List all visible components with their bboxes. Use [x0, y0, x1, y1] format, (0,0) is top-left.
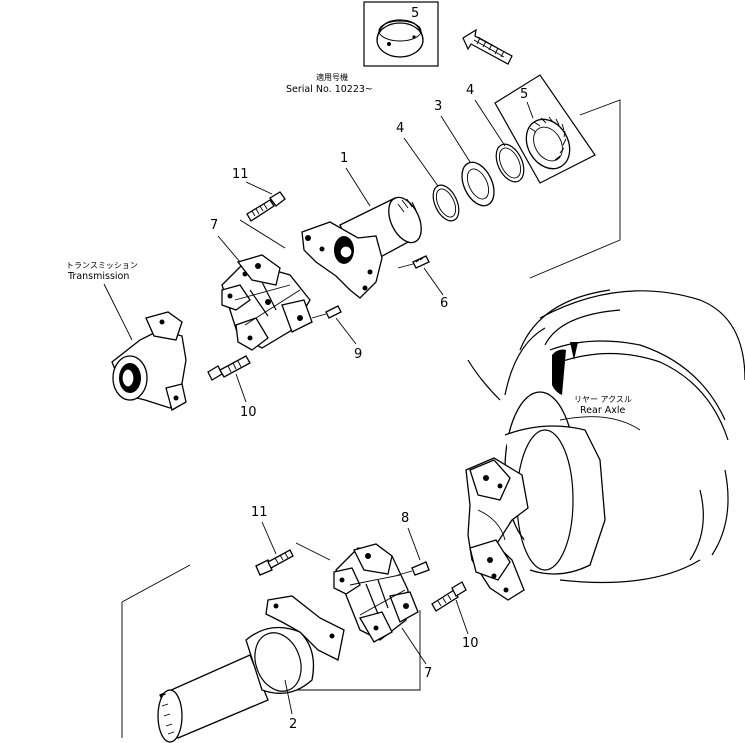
leader-line: [239, 219, 286, 249]
callout-7-lower: 7: [424, 666, 432, 681]
callout-9: 9: [354, 347, 362, 362]
bracket-line: [121, 564, 421, 738]
callout-7-upper: 7: [210, 218, 218, 233]
transmission-label-jp: トランスミッション: [66, 261, 138, 270]
bolt-icon: [431, 581, 467, 612]
grease-fitting-icon: [311, 305, 342, 319]
callout-8: 8: [401, 511, 409, 526]
leader-line: [295, 542, 331, 561]
callout-6: 6: [440, 296, 448, 311]
serial-label-jp: 適用号機: [316, 72, 348, 82]
yoke-icon: [465, 457, 529, 601]
bearing-icon: [376, 19, 424, 58]
callout-11-upper: 11: [232, 167, 249, 182]
rear-axle-label-jp: リヤー アクスル: [574, 395, 632, 404]
callout-10-lower: 10: [462, 636, 479, 651]
spacer-ring-icon: [461, 161, 495, 207]
callout-2: 2: [289, 717, 297, 732]
bolt-icon: [246, 191, 286, 222]
serial-label: Serial No. 10223~: [286, 84, 373, 95]
tire-icon: [467, 289, 745, 584]
spider-cross-icon: [333, 543, 419, 643]
callout-11-lower: 11: [251, 505, 268, 520]
callout-4-left: 4: [396, 121, 404, 136]
bearing-icon: [525, 116, 571, 170]
bolt-icon: [207, 355, 251, 381]
grease-fitting-icon: [397, 255, 430, 269]
callout-5-inset: 5: [411, 6, 419, 21]
arrow-icon: [462, 28, 513, 65]
callout-5: 5: [520, 87, 528, 102]
inset-detail-box: 5: [363, 1, 439, 67]
rear-axle-label: Rear Axle: [580, 405, 626, 416]
bearing-detail-box: 5: [494, 74, 596, 184]
callout-10-upper: 10: [240, 405, 257, 420]
yoke-icon: [301, 196, 422, 299]
spider-cross-icon: [221, 254, 313, 351]
snap-ring-icon: [495, 143, 525, 183]
assembly-bracket-line: [529, 99, 621, 279]
callout-1: 1: [340, 151, 348, 166]
callout-3: 3: [434, 99, 442, 114]
yoke-icon: [111, 311, 187, 411]
transmission-label: Transmission: [67, 271, 129, 282]
bolt-icon: [255, 549, 294, 576]
grease-fitting-icon: [397, 561, 430, 576]
spline-shaft-icon: [157, 595, 345, 743]
snap-ring-icon: [432, 184, 460, 222]
callout-4-right: 4: [466, 83, 474, 98]
